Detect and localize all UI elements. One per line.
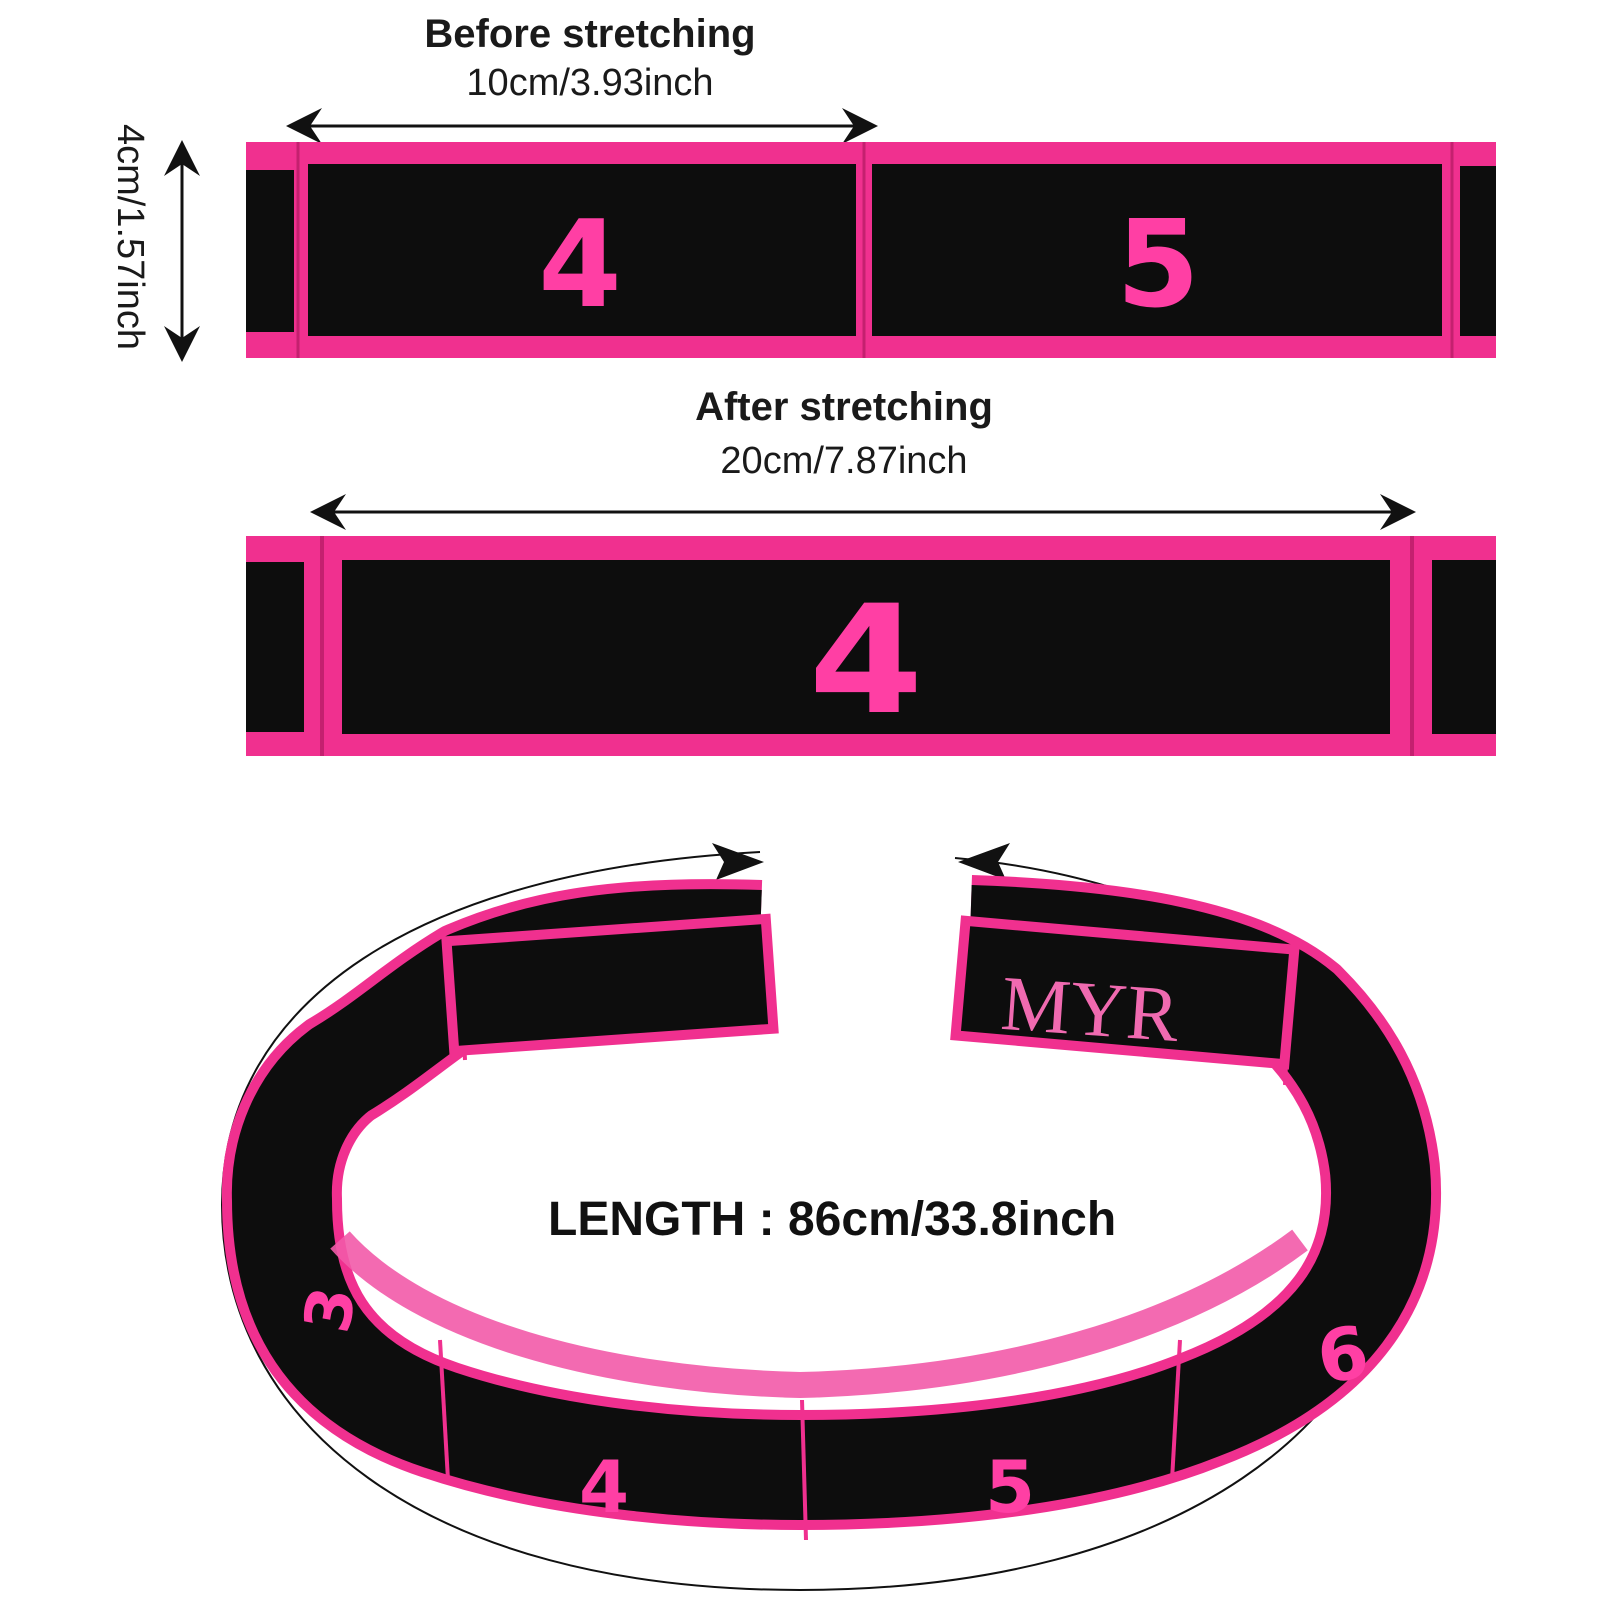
band-before-stretching: [246, 142, 1496, 358]
after-stretching-measure: 20cm/7.87inch: [720, 440, 968, 482]
before-stretching-title: Before stretching: [424, 12, 756, 56]
band-number-4: 4: [538, 196, 622, 335]
loop-arrow-right: [958, 843, 1010, 880]
length-label: LENGTH : 86cm/33.8inch: [548, 1193, 1117, 1246]
band-after-stretching: [246, 536, 1496, 756]
after-stretching-title: After stretching: [695, 385, 993, 429]
band-number-4-stretched: 4: [809, 574, 924, 748]
brand-logo: MYR: [998, 959, 1181, 1058]
loop-band: [221, 875, 1441, 1531]
loop-number-5: 5: [985, 1445, 1035, 1529]
loop-end-left: [441, 913, 779, 1057]
loop-arrow-left: [712, 843, 764, 880]
loop-outline: [220, 851, 801, 1591]
loop-number-4: 4: [579, 1445, 629, 1529]
before-stretching-measure: 10cm/3.93inch: [466, 62, 714, 104]
band-number-5: 5: [1116, 196, 1200, 335]
loop-end-right: [950, 915, 1300, 1070]
